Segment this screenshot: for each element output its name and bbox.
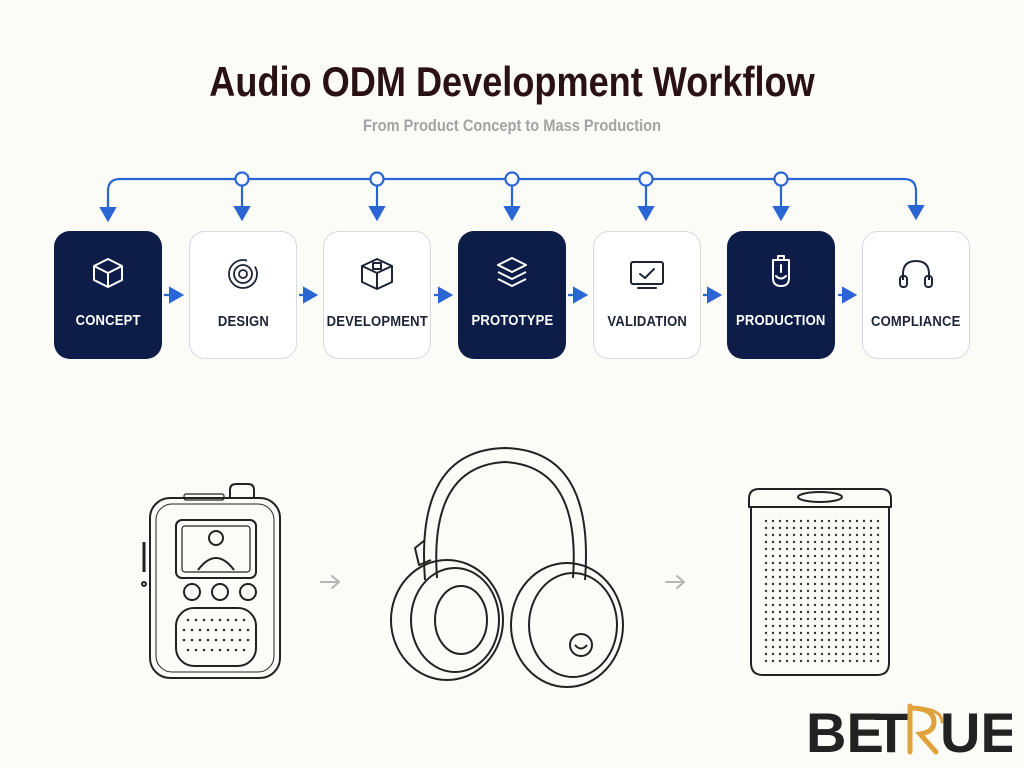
- step-development: DEVELOPMENT: [323, 231, 431, 359]
- speaker-grille: [764, 519, 880, 663]
- checkmark-screen-icon: [627, 254, 667, 294]
- step-label: CONCEPT: [75, 313, 141, 329]
- page-subtitle: From Product Concept to Mass Production: [362, 116, 662, 135]
- headphones-icon: [896, 254, 936, 294]
- step-design: DESIGN: [189, 231, 297, 359]
- node-dot: [773, 171, 789, 187]
- step-compliance: COMPLIANCE: [862, 231, 970, 359]
- node-dot: [234, 171, 250, 187]
- gray-arrow-icon: [665, 575, 686, 589]
- node-dot: [504, 171, 520, 187]
- headphones-illustration-icon: [390, 447, 624, 688]
- step-label: PRODUCTION: [736, 313, 826, 329]
- workflow-connectors: [99, 171, 925, 304]
- node-dot: [638, 171, 654, 187]
- step-validation: VALIDATION: [593, 231, 701, 359]
- page-title: Audio ODM Development Workflow: [209, 58, 815, 105]
- device-tag-icon: [761, 253, 801, 293]
- concentric-circles-icon: [223, 254, 263, 294]
- gray-arrow-icon: [320, 575, 341, 589]
- node-dot: [369, 171, 385, 187]
- step-label: PROTOTYPE: [471, 313, 553, 329]
- step-prototype: PROTOTYPE: [458, 231, 566, 359]
- svg-text:UE: UE: [940, 701, 1012, 758]
- step-label: COMPLIANCE: [871, 314, 961, 330]
- step-label: DESIGN: [217, 314, 269, 330]
- smart-speaker-icon: [748, 488, 892, 676]
- portable-speaker-device-icon: [141, 483, 281, 679]
- open-box-icon: [357, 254, 397, 294]
- svg-text:T: T: [874, 701, 908, 758]
- layers-icon: [492, 253, 532, 293]
- brand-logo: BE T UE: [806, 701, 1012, 758]
- step-label: DEVELOPMENT: [326, 314, 428, 330]
- step-production: PRODUCTION: [727, 231, 835, 359]
- step-label: VALIDATION: [607, 314, 687, 330]
- logo-letters-be: BE: [806, 701, 884, 758]
- cube-icon: [88, 253, 128, 293]
- step-concept: CONCEPT: [54, 231, 162, 359]
